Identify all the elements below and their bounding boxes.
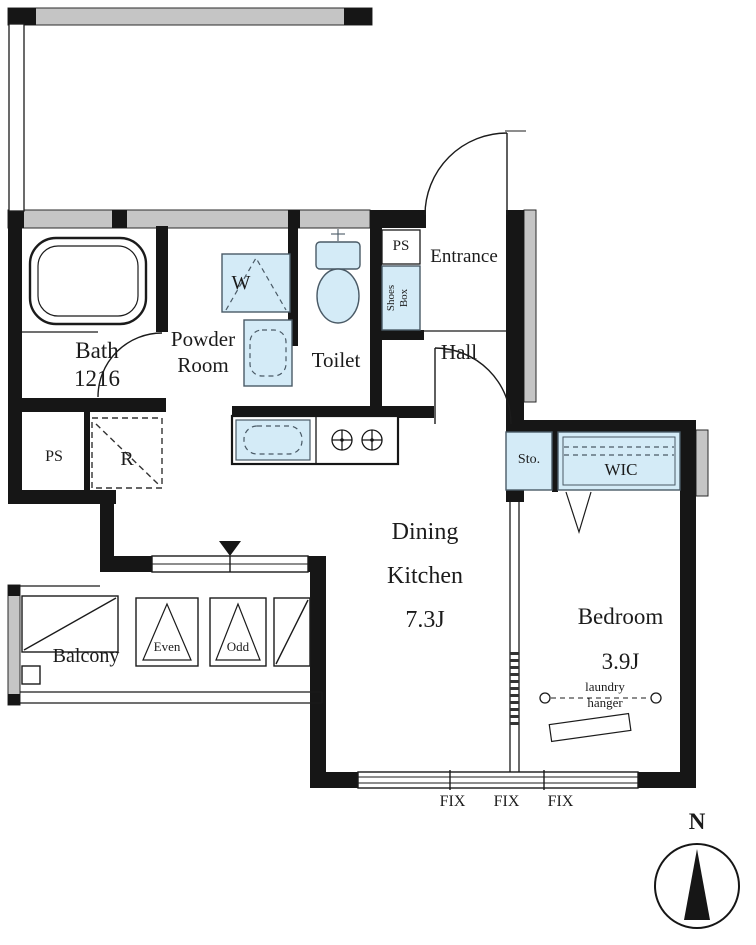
bedroom-partition-sliding-door xyxy=(509,502,520,772)
fix-window-label-1: FIX xyxy=(439,793,466,810)
partition-even-label: Even xyxy=(153,639,181,654)
floor-lines xyxy=(20,330,506,587)
toilet-fixture xyxy=(315,229,361,324)
powder-room-line1: Powder xyxy=(170,327,236,351)
entrance-door-arc xyxy=(424,132,508,216)
shoes-box-line2: Box xyxy=(398,288,410,308)
laundry-hanger-line2: hanger xyxy=(587,695,623,710)
washing-machine-label: W xyxy=(231,272,251,294)
pipe-space-top-label: PS xyxy=(392,238,410,254)
bedroom-label: Bedroom 3.9J xyxy=(548,594,693,684)
bathtub xyxy=(28,236,148,326)
hall-door-arc xyxy=(434,347,512,425)
bedroom-name: Bedroom xyxy=(577,604,664,629)
fix-window-label-2: FIX xyxy=(493,793,520,810)
north-needle xyxy=(684,849,710,920)
fix-window-band xyxy=(357,770,639,790)
bath-label: Bath 1216 xyxy=(35,337,159,393)
dining-kitchen-line2: Kitchen xyxy=(387,563,463,589)
bath-name: Bath xyxy=(75,338,119,363)
partition-even-panel xyxy=(135,597,199,667)
dining-kitchen-line1: Dining xyxy=(391,519,459,545)
thin-exterior-wall xyxy=(8,23,25,212)
powder-room-label: Powder Room xyxy=(148,326,258,378)
walls xyxy=(8,210,696,788)
laundry-hanger-fixture xyxy=(539,692,662,743)
kitchen-sink xyxy=(235,419,311,461)
bath-door-arc xyxy=(97,332,163,398)
storage-box xyxy=(505,431,553,491)
partition-odd-label: Odd xyxy=(226,639,250,654)
wic-label: WIC xyxy=(604,460,638,479)
refrigerator-box xyxy=(91,417,163,489)
shoes-box-line1: Shoes xyxy=(385,284,397,312)
balcony-edge xyxy=(20,691,323,704)
wash-basin xyxy=(243,319,293,387)
fix-window-label-3: FIX xyxy=(547,793,574,810)
balcony-window xyxy=(151,555,309,573)
pipe-space-left-label: PS xyxy=(45,448,63,465)
powder-room-line2: Room xyxy=(177,353,229,377)
bedroom-size: 3.9J xyxy=(601,649,640,674)
laundry-hanger-label: laundry hanger xyxy=(568,679,642,711)
bath-size: 1216 xyxy=(74,366,120,391)
washing-machine-pan xyxy=(221,253,291,313)
balcony-label: Balcony xyxy=(52,645,120,667)
wic-closet xyxy=(557,431,681,491)
partition-odd-panel xyxy=(209,597,267,667)
pipe-space-top-box xyxy=(381,229,421,265)
kitchen-counter xyxy=(230,414,400,466)
dining-kitchen-size: 7.3J xyxy=(405,607,445,633)
refrigerator-label: R xyxy=(120,448,134,470)
toilet-label: Toilet xyxy=(311,348,361,372)
shoes-box xyxy=(381,265,421,331)
door-swings xyxy=(97,130,592,535)
entrance-label: Entrance xyxy=(430,246,498,267)
balcony-drain xyxy=(21,665,41,685)
wic-door-mark xyxy=(565,491,592,535)
hall-label: Hall xyxy=(440,340,478,364)
dining-kitchen-label: Dining Kitchen 7.3J xyxy=(352,510,498,642)
laundry-hanger-line1: laundry xyxy=(585,679,625,694)
stove-burners xyxy=(331,429,383,451)
storage-label: Sto. xyxy=(517,452,541,467)
balcony-panels xyxy=(21,595,311,685)
window-marker-triangle xyxy=(219,541,241,556)
compass xyxy=(654,843,740,929)
shoes-box-label: Shoes Box xyxy=(385,268,417,328)
compass-north-label: N xyxy=(688,809,706,834)
wall-column-caps xyxy=(8,8,372,705)
